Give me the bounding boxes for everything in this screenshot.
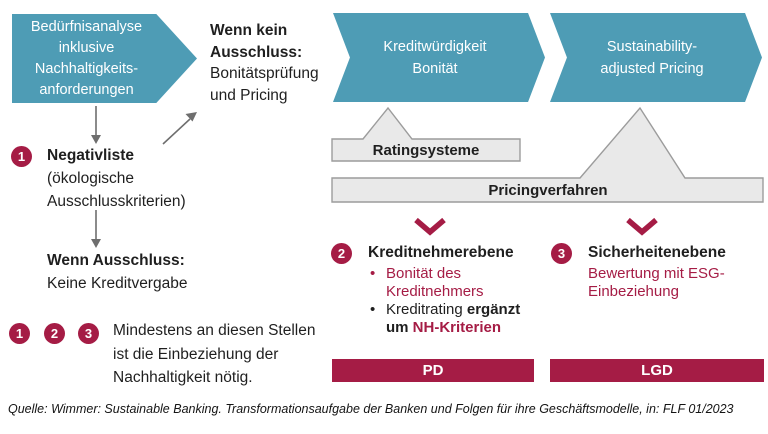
- lgd-bar: LGD: [550, 359, 764, 382]
- legend-number-badge-2: 2: [44, 323, 65, 344]
- badge-number: 2: [50, 326, 59, 341]
- collateral-level-subtitle: Bewertung mit ESG-Einbeziehung: [588, 265, 725, 300]
- bullet-item: • Kreditrating ergänzt um NH-Kriterien: [370, 301, 546, 337]
- diagonal-arrow-icon: [162, 112, 197, 145]
- negativliste-title: Negativliste: [47, 147, 135, 164]
- flow-step-creditworthiness: Kreditwürdigkeit Bonität: [333, 13, 545, 102]
- bullet-icon: •: [370, 301, 376, 318]
- legend-number-badge-3: 3: [78, 323, 99, 344]
- chevron-down-icon: [626, 217, 658, 236]
- down-arrow-icon: [91, 106, 101, 144]
- badge-number: 1: [17, 149, 26, 164]
- bullet-text-highlight: NH-Kriterien: [412, 319, 502, 336]
- bullet-text: Kreditrating ergänzt um NH-Kriterien: [386, 301, 546, 337]
- flow-step-label: adjusted Pricing: [600, 60, 704, 77]
- borrower-level-title: Kreditnehmerebene: [368, 244, 514, 261]
- no-exclusion-normal-text: Bonitätsprüfung und Pricing: [210, 65, 319, 104]
- bullet-text: Bonität des Kreditnehmers: [386, 265, 484, 300]
- bullet-text-bold: ergänzt um: [386, 301, 521, 336]
- collateral-level-title: Sicherheitenebene: [588, 244, 726, 261]
- flow-step-label: Sustainability-: [606, 38, 698, 55]
- flow-step-needs-analysis: Bedürfnisanalyse inklusive Nachhaltigkei…: [12, 14, 197, 103]
- flow-step-label: anforderungen: [39, 81, 134, 98]
- exclusion-normal-text: Keine Kreditvergabe: [47, 275, 188, 292]
- flow-step-sustainability-pricing: Sustainability- adjusted Pricing: [550, 13, 762, 102]
- flow-step-label: Kreditwürdigkeit: [383, 38, 487, 55]
- pricing-method-callout-shape: [331, 106, 764, 203]
- pd-bar: PD: [332, 359, 534, 382]
- badge-number: 2: [337, 246, 346, 261]
- badge-number: 3: [84, 326, 93, 341]
- no-exclusion-note: Wenn kein Ausschluss: Bonitätsprüfung un…: [210, 20, 335, 106]
- flow-step-label: Nachhaltigkeits-: [34, 60, 139, 77]
- exclusion-note: Wenn Ausschluss: Keine Kreditvergabe: [47, 249, 237, 295]
- step-number-badge-1: 1: [11, 146, 32, 167]
- bullet-icon: •: [370, 265, 376, 282]
- badge-number: 3: [557, 246, 566, 261]
- borrower-level-bullets: • Bonität des Kreditnehmers • Kreditrati…: [370, 265, 546, 337]
- pricing-method-label: Pricingverfahren: [488, 181, 608, 199]
- no-exclusion-bold-text: Wenn kein Ausschluss:: [210, 22, 303, 61]
- step-number-badge-2: 2: [331, 243, 352, 264]
- flow-step-label: inklusive: [58, 39, 115, 56]
- flow-step-label: Bedürfnisanalyse: [30, 18, 143, 35]
- legend-number-badge-1: 1: [9, 323, 30, 344]
- down-arrow-icon: [91, 210, 101, 248]
- source-citation: Quelle: Wimmer: Sustainable Banking. Tra…: [8, 402, 734, 416]
- chevron-down-icon: [414, 217, 446, 236]
- badge-number: 1: [15, 326, 24, 341]
- negativliste-subtitle: (ökologische Ausschlusskriterien): [47, 170, 186, 210]
- bullet-text-normal: Kreditrating: [386, 301, 467, 318]
- exclusion-bold-text: Wenn Ausschluss:: [47, 252, 185, 269]
- legend-text: Mindestens an diesen Stellen ist die Ein…: [113, 322, 316, 386]
- negativliste-note: Negativliste (ökologische Ausschlusskrit…: [47, 144, 209, 213]
- rating-systems-callout-shape: [331, 106, 521, 162]
- flow-step-label: Bonität: [412, 60, 458, 77]
- bullet-item: • Bonität des Kreditnehmers: [370, 265, 546, 301]
- rating-systems-label: Ratingsysteme: [372, 141, 480, 159]
- step-number-badge-3: 3: [551, 243, 572, 264]
